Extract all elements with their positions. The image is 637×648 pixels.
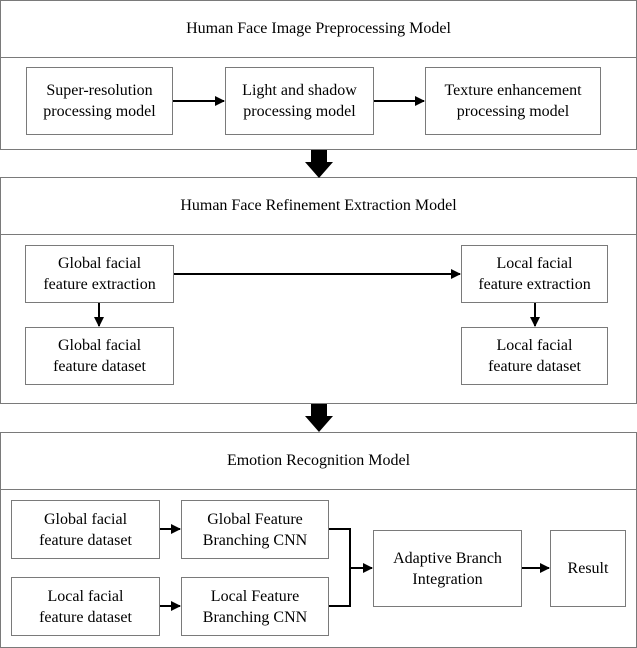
local-dataset-box-emotion: Local facial feature dataset [11,577,160,636]
block-arrow-2 [305,404,333,432]
texture-box: Texture enhancement processing model [425,67,601,135]
super-resolution-label: Super-resolution processing model [43,82,156,120]
preprocessing-title-bar: Human Face Image Preprocessing Model [0,0,637,58]
local-dataset-label-refinement: Local facial feature dataset [488,337,581,375]
block-arrow-1 [305,150,333,178]
global-cnn-label: Global Feature Branching CNN [202,510,308,549]
super-resolution-box: Super-resolution processing model [26,67,173,135]
local-cnn-label: Local Feature Branching CNN [202,587,308,626]
global-dataset-box-refinement: Global facial feature dataset [25,327,174,385]
local-extraction-label: Local facial feature extraction [478,255,591,293]
integration-label: Adaptive Branch Integration [393,549,502,588]
connector-local-cnn [329,568,351,607]
local-extraction-box: Local facial feature extraction [461,245,608,303]
connector-global-cnn [329,528,351,568]
light-shadow-label: Light and shadow processing model [242,82,357,120]
texture-label: Texture enhancement processing model [444,82,582,120]
global-extraction-label: Global facial feature extraction [43,255,156,293]
global-dataset-label-refinement: Global facial feature dataset [53,337,146,375]
global-dataset-label-emotion: Global facial feature dataset [39,510,132,549]
emotion-title-bar: Emotion Recognition Model [0,432,637,490]
result-label: Result [567,560,609,577]
integration-box: Adaptive Branch Integration [373,530,522,607]
local-dataset-box-refinement: Local facial feature dataset [461,327,608,385]
global-dataset-box-emotion: Global facial feature dataset [11,500,160,559]
global-cnn-box: Global Feature Branching CNN [181,500,329,559]
light-shadow-box: Light and shadow processing model [225,67,374,135]
result-box: Result [550,530,626,607]
emotion-title: Emotion Recognition Model [226,452,411,469]
preprocessing-title: Human Face Image Preprocessing Model [186,20,451,37]
local-cnn-box: Local Feature Branching CNN [181,577,329,636]
local-dataset-label-emotion: Local facial feature dataset [39,587,132,626]
refinement-title: Human Face Refinement Extraction Model [180,197,457,214]
global-extraction-box: Global facial feature extraction [25,245,174,303]
refinement-title-bar: Human Face Refinement Extraction Model [0,177,637,235]
